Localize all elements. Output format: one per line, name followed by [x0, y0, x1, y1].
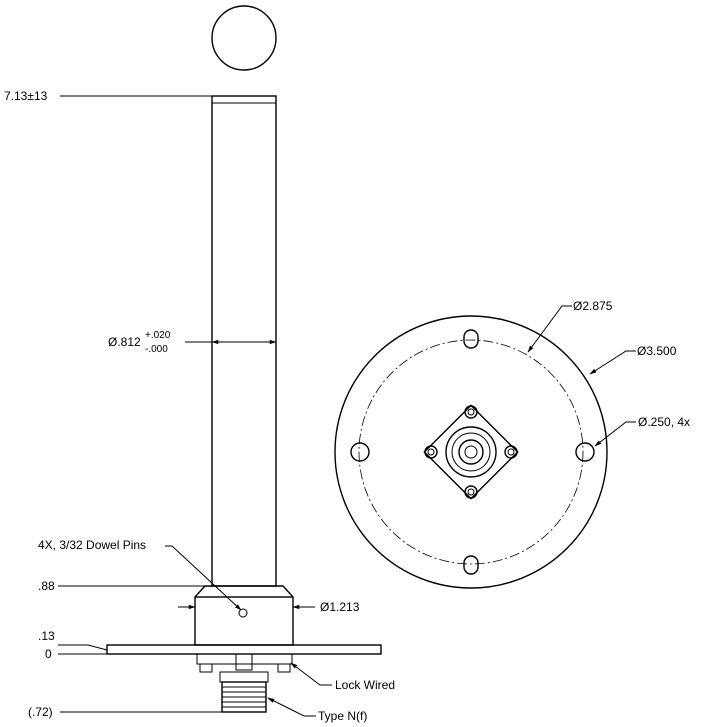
flange-outer-circle	[334, 315, 608, 589]
bolt-circle-dimension: Ø2.875	[527, 299, 613, 353]
dowel-pin-label: 4X, 3/32 Dowel Pins	[38, 538, 146, 552]
datum-zero-label: 0	[45, 647, 52, 661]
connector-ref-label: (.72)	[28, 705, 53, 719]
connector-square-flange	[423, 404, 519, 500]
tip-end-view-circle	[211, 5, 277, 71]
collar-side-view	[194, 585, 294, 646]
flange-diameter-label: Ø3.500	[637, 344, 677, 358]
hole-diameter-label: Ø.250, 4x	[638, 415, 690, 429]
mounting-hole-bottom	[463, 555, 479, 575]
hole-diameter-dimension: Ø.250, 4x	[594, 415, 690, 447]
tube-tolerance-minus: -.000	[145, 344, 168, 355]
connector-type-label: Type N(f)	[318, 709, 367, 723]
collar-height-label: .88	[38, 579, 55, 593]
tube-diameter-label: Ø.812	[108, 335, 141, 349]
tube-side-view	[211, 95, 277, 587]
overall-height-dimension: 7.13±13	[4, 89, 212, 103]
lock-wired-callout: Lock Wired	[290, 662, 395, 692]
overall-height-label: 7.13±13	[4, 89, 48, 103]
collar-height-dimension: .88	[38, 579, 205, 593]
connector-screw-bottom	[464, 485, 478, 499]
connector-screw-left	[424, 445, 438, 459]
connector-center-pin	[464, 445, 478, 459]
connector-inner-ring	[458, 439, 484, 465]
flange-top-dimension: .13	[38, 629, 108, 651]
connector-screw-top	[464, 405, 478, 419]
connector-screw-right	[504, 445, 518, 459]
datum-zero-dimension: 0	[45, 647, 107, 661]
dowel-pin-callout: 4X, 3/32 Dowel Pins	[38, 538, 242, 611]
flange-diameter-dimension: Ø3.500	[589, 344, 677, 375]
flange-side-view	[106, 644, 382, 655]
connector-mid-ring	[451, 432, 491, 472]
connector-side-view	[196, 653, 293, 713]
connector-type-callout: Type N(f)	[267, 697, 367, 723]
bolt-circle-label: Ø2.875	[573, 299, 613, 313]
tube-tolerance-plus: +.020	[145, 330, 171, 341]
lock-wired-label: Lock Wired	[335, 678, 395, 692]
flange-top-label: .13	[38, 629, 55, 643]
collar-diameter-dimension: Ø1.213	[178, 600, 360, 614]
collar-diameter-label: Ø1.213	[320, 600, 360, 614]
mounting-hole-top	[463, 329, 479, 349]
connector-ref-dimension: (.72)	[28, 705, 222, 719]
dowel-pin-hole	[238, 608, 248, 618]
bolt-circle	[358, 339, 584, 565]
flange-bottom-view	[334, 315, 608, 589]
connector-outer-ring	[445, 426, 497, 478]
mounting-hole-left	[350, 442, 370, 462]
mounting-hole-right	[575, 442, 595, 462]
tube-diameter-dimension: Ø.812 +.020 -.000	[108, 330, 277, 355]
